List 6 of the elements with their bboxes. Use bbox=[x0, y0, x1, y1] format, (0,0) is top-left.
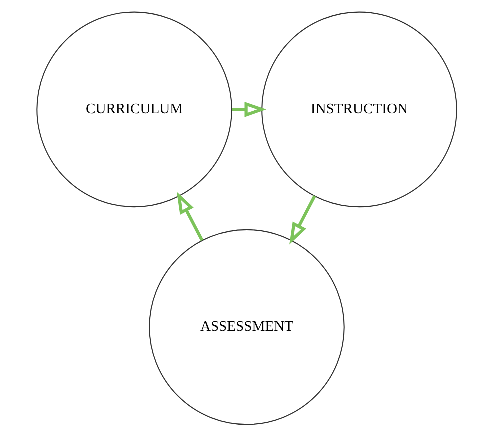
node-circle: INSTRUCTION bbox=[262, 12, 458, 208]
arrow bbox=[290, 196, 316, 245]
arrow bbox=[176, 192, 204, 242]
node-circle: ASSESSMENT bbox=[149, 229, 345, 426]
node-circle: CURRICULUM bbox=[36, 12, 232, 208]
arrow bbox=[232, 102, 267, 118]
